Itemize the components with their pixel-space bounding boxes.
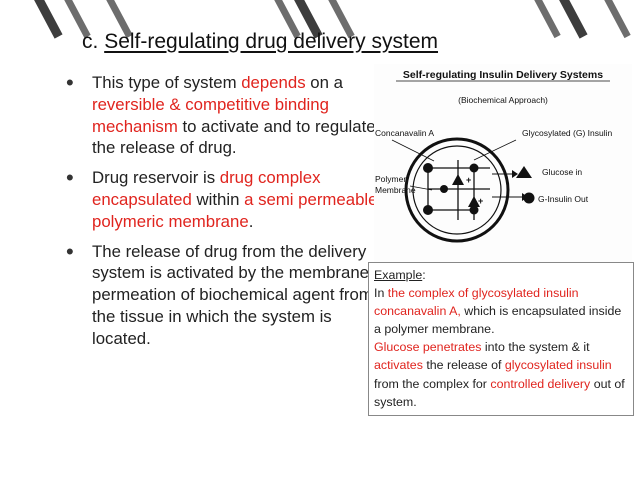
- pointer-line: [391, 139, 435, 162]
- insulin-dot: [423, 163, 433, 173]
- stripe: [596, 0, 631, 39]
- glucose-marker: [468, 196, 480, 207]
- stripe: [26, 0, 63, 39]
- insulin-dot: [440, 185, 448, 193]
- insulin-out-arrow: [522, 193, 528, 201]
- decorative-stripes: [0, 0, 638, 39]
- internal-complex: [427, 160, 522, 220]
- example-box: Example: In the complex of glycosylated …: [368, 262, 634, 416]
- example-text: In: [374, 286, 388, 301]
- label-g-insulin-out: G-Insulin Out: [538, 194, 589, 204]
- title-prefix: c.: [82, 30, 99, 53]
- insulin-dot: [469, 205, 479, 215]
- highlighted-text: reversible & competitive binding mechani…: [92, 94, 329, 136]
- bullet-marker: •: [66, 70, 74, 95]
- bullet-text: This type of system: [92, 73, 242, 92]
- example-heading-suffix: :: [422, 268, 426, 282]
- stripe: [526, 0, 561, 39]
- insulin-dot: [469, 163, 479, 173]
- highlighted-text: activates: [374, 358, 423, 373]
- diagram-background: [374, 64, 632, 262]
- example-heading-line: Example:: [374, 266, 629, 284]
- diagram-subtitle: (Biochemical Approach): [458, 95, 548, 105]
- highlighted-text: drug complex encapsulated: [92, 168, 321, 209]
- example-text: into the system & it: [481, 340, 590, 355]
- bullet-list: • This type of system depends on a revers…: [66, 72, 378, 358]
- bullet-text: Drug reservoir is: [92, 168, 220, 188]
- glucose-legend-glyph: A: [521, 172, 526, 179]
- slide-title: c. Self-regulating drug delivery system: [82, 30, 438, 54]
- plus-sign: +: [466, 175, 471, 185]
- example-text: out of system.: [374, 376, 625, 409]
- label-glycosylated-insulin: Glycosylated (G) Insulin: [522, 128, 612, 138]
- example-text: the release of: [422, 358, 505, 373]
- highlighted-text: glycosylated insulin: [504, 358, 612, 373]
- bullet-text: within: [191, 189, 245, 209]
- label-membrane: Membrane: [375, 185, 416, 195]
- insulin-delivery-diagram: Self-regulating Insulin Delivery Systems…: [374, 64, 632, 262]
- label-concanavalin: Concanavalin A: [375, 128, 434, 138]
- bullet-item: • This type of system depends on a revers…: [66, 72, 378, 159]
- highlighted-text: a semi permeable polymeric membrane: [92, 189, 378, 231]
- bullet-text: to activate and to regulate the release …: [92, 116, 376, 158]
- highlighted-text: the complex of glycosylated insulin conc…: [374, 286, 579, 319]
- bullet-text: The release of drug from the delivery sy…: [92, 241, 373, 348]
- bullet-text: on a: [305, 73, 343, 92]
- diagram-title: Self-regulating Insulin Delivery Systems: [403, 69, 603, 81]
- bullet-marker: •: [66, 238, 74, 264]
- title-text: Self-regulating drug delivery system: [104, 30, 439, 53]
- plus-sign: +: [478, 196, 483, 206]
- glucose-legend-marker: [516, 166, 532, 178]
- highlighted-text: depends: [241, 73, 306, 92]
- polymer-membrane-outer: [404, 137, 510, 243]
- example-body: In the complex of glycosylated insulin c…: [374, 284, 629, 411]
- highlighted-text: Glucose penetrates: [374, 340, 482, 355]
- bullet-marker: •: [66, 165, 74, 191]
- pointer-line: [473, 139, 517, 161]
- insulin-legend-marker: [523, 192, 535, 204]
- example-text: from the complex for: [374, 376, 491, 391]
- glucose-marker: [452, 174, 464, 185]
- polymer-membrane-inner: [412, 145, 502, 235]
- insulin-dot: [423, 205, 433, 215]
- bullet-text: .: [248, 211, 254, 231]
- bullet-item: • Drug reservoir is drug complex encapsul…: [66, 167, 378, 232]
- bullet-item: • The release of drug from the delivery s…: [66, 238, 378, 350]
- example-heading: Example: [374, 268, 423, 282]
- highlighted-text: controlled delivery: [490, 376, 591, 391]
- label-glucose-in: Glucose in: [542, 167, 582, 177]
- label-polymer: Polymer: [375, 174, 406, 184]
- example-text: which is encapsulated inside a polymer m…: [374, 304, 622, 337]
- glucose-in-arrow: [512, 170, 518, 178]
